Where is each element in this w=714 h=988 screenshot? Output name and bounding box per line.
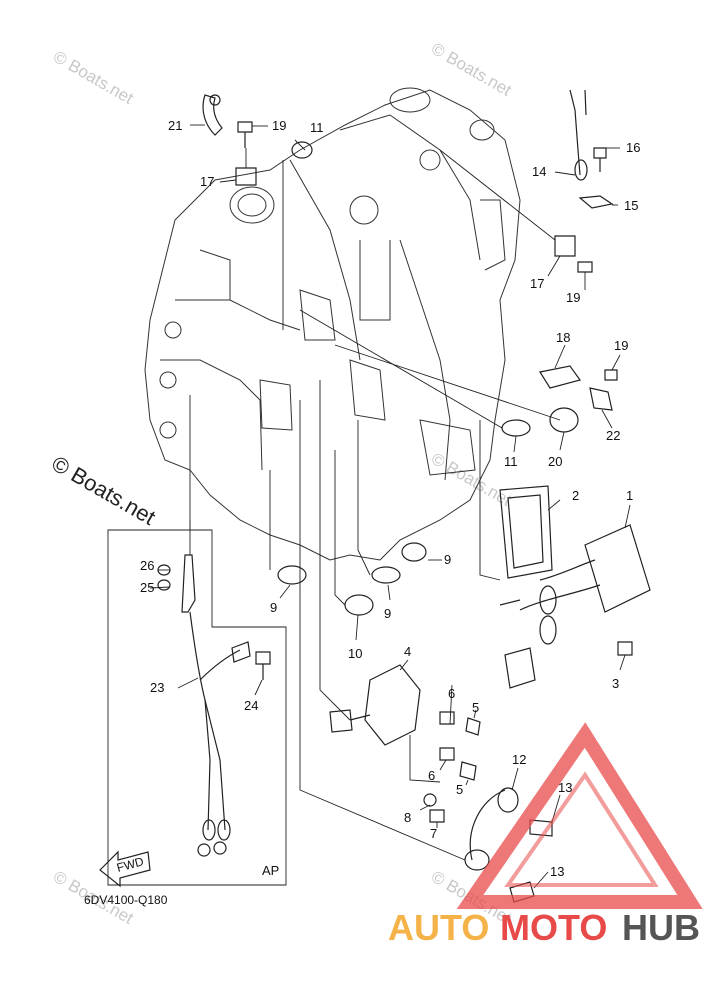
- callout-17: 17: [200, 174, 214, 189]
- bolt-3: [617, 641, 633, 656]
- callout-24: 24: [244, 698, 258, 713]
- clamp-9-b: [371, 566, 401, 584]
- clip-5-a: [465, 717, 481, 736]
- drawing-code: 6DV4100-Q180: [84, 893, 168, 907]
- bolt-6-a: [439, 711, 455, 725]
- bolt-19: [237, 121, 253, 148]
- callout-16: 16: [626, 140, 640, 155]
- callout-12: 12: [512, 752, 526, 767]
- bolt-6-b: [439, 747, 455, 761]
- callout-17-right: 17: [530, 276, 544, 291]
- callout-2: 2: [572, 488, 579, 503]
- callout-8: 8: [404, 810, 411, 825]
- clamp-9-c: [277, 565, 307, 585]
- clamp-11-lower: [501, 419, 531, 437]
- callout-18: 18: [556, 330, 570, 345]
- ap-inset-box: AP: [107, 520, 287, 886]
- logo-text-hub: HUB: [622, 907, 700, 948]
- watermark: © Boats.net: [428, 39, 515, 100]
- callout-3: 3: [612, 676, 619, 691]
- callout-20: 20: [548, 454, 562, 469]
- callout-19: 19: [272, 118, 286, 133]
- inset-label: AP: [262, 863, 279, 878]
- holder-22: [589, 387, 613, 411]
- clamp-20: [549, 407, 579, 433]
- washer-8: [423, 793, 437, 807]
- callout-1: 1: [626, 488, 633, 503]
- callout-15: 15: [624, 198, 638, 213]
- bracket-17: [235, 167, 257, 186]
- watermark-large: © Boats.net: [48, 451, 160, 530]
- callout-19-right: 19: [566, 290, 580, 305]
- wire-harness-12: [464, 787, 519, 871]
- bolt-19-right: [577, 261, 593, 273]
- callout-9-a: 9: [444, 552, 451, 567]
- cdi-unit-1: [499, 524, 651, 689]
- callout-11-lower: 11: [504, 454, 518, 469]
- temperature-sensor-14: [569, 89, 588, 181]
- watermark: © Boats.net: [50, 47, 137, 108]
- callout-5-a: 5: [472, 700, 479, 715]
- bolt-19-mid: [604, 369, 618, 381]
- callout-14: 14: [532, 164, 546, 179]
- gasket-2: [499, 485, 553, 579]
- logo-text-moto: MOTO: [500, 907, 607, 948]
- callout-5-b: 5: [456, 782, 463, 797]
- callout-6-a: 6: [448, 686, 455, 701]
- battery-cable-23: [181, 554, 251, 857]
- callout-6-b: 6: [428, 768, 435, 783]
- engine-block: [144, 87, 521, 561]
- callouts: 21 19 11 17 16 14 15 17 19 18 19 11 20 2…: [140, 118, 640, 879]
- bolt-24: [255, 651, 271, 680]
- automotohub-logo: AUTO MOTO HUB: [388, 722, 703, 948]
- callout-7: 7: [430, 826, 437, 841]
- callout-23: 23: [150, 680, 164, 695]
- screw-13-a: [529, 819, 553, 837]
- clamp-11: [291, 141, 313, 159]
- callout-13-a: 13: [558, 780, 572, 795]
- callout-13-b: 13: [550, 864, 564, 879]
- callout-25: 25: [140, 580, 154, 595]
- callout-10: 10: [348, 646, 362, 661]
- logo-text-auto: AUTO: [388, 907, 489, 948]
- clamp-10: [344, 594, 374, 616]
- clamp-9-a: [401, 542, 427, 562]
- forward-label: FWD: [115, 854, 145, 875]
- leader-lines: [149, 124, 631, 889]
- callout-4: 4: [404, 644, 411, 659]
- nut-25: [157, 579, 171, 591]
- callout-9-c: 9: [270, 600, 277, 615]
- callout-21: 21: [168, 118, 182, 133]
- wire-clamp-21: [202, 94, 223, 136]
- bracket-18: [539, 365, 581, 389]
- bolt-16: [593, 147, 607, 172]
- clip-5-b: [459, 761, 477, 781]
- callout-9-b: 9: [384, 606, 391, 621]
- logo-triangle: [456, 722, 703, 909]
- callout-22: 22: [606, 428, 620, 443]
- callout-26: 26: [140, 558, 154, 573]
- callout-11: 11: [310, 120, 324, 135]
- bracket-17-right: [554, 235, 576, 257]
- bolt-7: [429, 809, 445, 823]
- relay-block-4: [329, 664, 421, 746]
- callout-19-mid: 19: [614, 338, 628, 353]
- clip-15: [578, 195, 614, 209]
- watermark: © Boats.net: [428, 449, 515, 510]
- forward-arrow: FWD: [99, 850, 151, 888]
